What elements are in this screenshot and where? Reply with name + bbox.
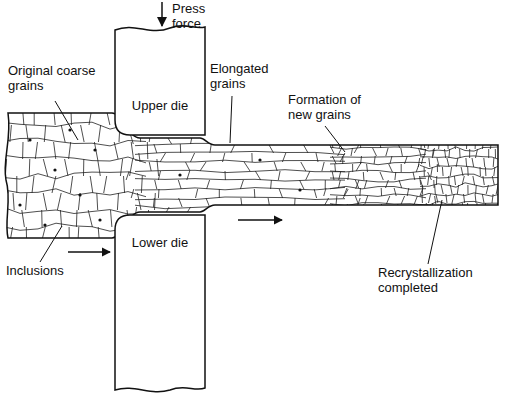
leader-lines (40, 96, 442, 264)
inclusion-dot (28, 138, 31, 141)
die-body: Upper die (115, 28, 205, 135)
inclusion-dot (78, 193, 81, 196)
grain-lines (418, 138, 505, 214)
grain-structure (0, 104, 505, 263)
callout-label: Original coarse grains (8, 64, 100, 94)
die-label: Upper die (132, 98, 188, 113)
feed-arrow (68, 251, 110, 252)
inclusion-dot (178, 173, 181, 176)
upper-die-shape (115, 26, 205, 135)
exit-arrow (238, 219, 282, 220)
inclusion-dot (43, 223, 46, 226)
inclusion-dot (258, 158, 261, 161)
callout-label: Recrystallization completed (378, 266, 500, 296)
grain-lines (324, 138, 438, 213)
force-arrow (161, 2, 163, 26)
inclusion-dot (18, 203, 21, 206)
die-label: Lower die (132, 235, 188, 250)
callout-label: Inclusions (6, 264, 86, 279)
callout-label: Formation of new grains (288, 93, 384, 123)
lower-die-shape (115, 215, 205, 392)
grain-lines (126, 134, 361, 217)
inclusion-dot (298, 188, 301, 191)
workpiece-outline (5, 113, 498, 238)
inclusion-dot (93, 148, 96, 151)
inclusion-dot (98, 218, 101, 221)
callout-label: Elongated grains (210, 62, 282, 92)
die-body: Lower die (115, 215, 205, 390)
inclusion-dot (53, 168, 56, 171)
callout-label: Press force (172, 2, 222, 32)
